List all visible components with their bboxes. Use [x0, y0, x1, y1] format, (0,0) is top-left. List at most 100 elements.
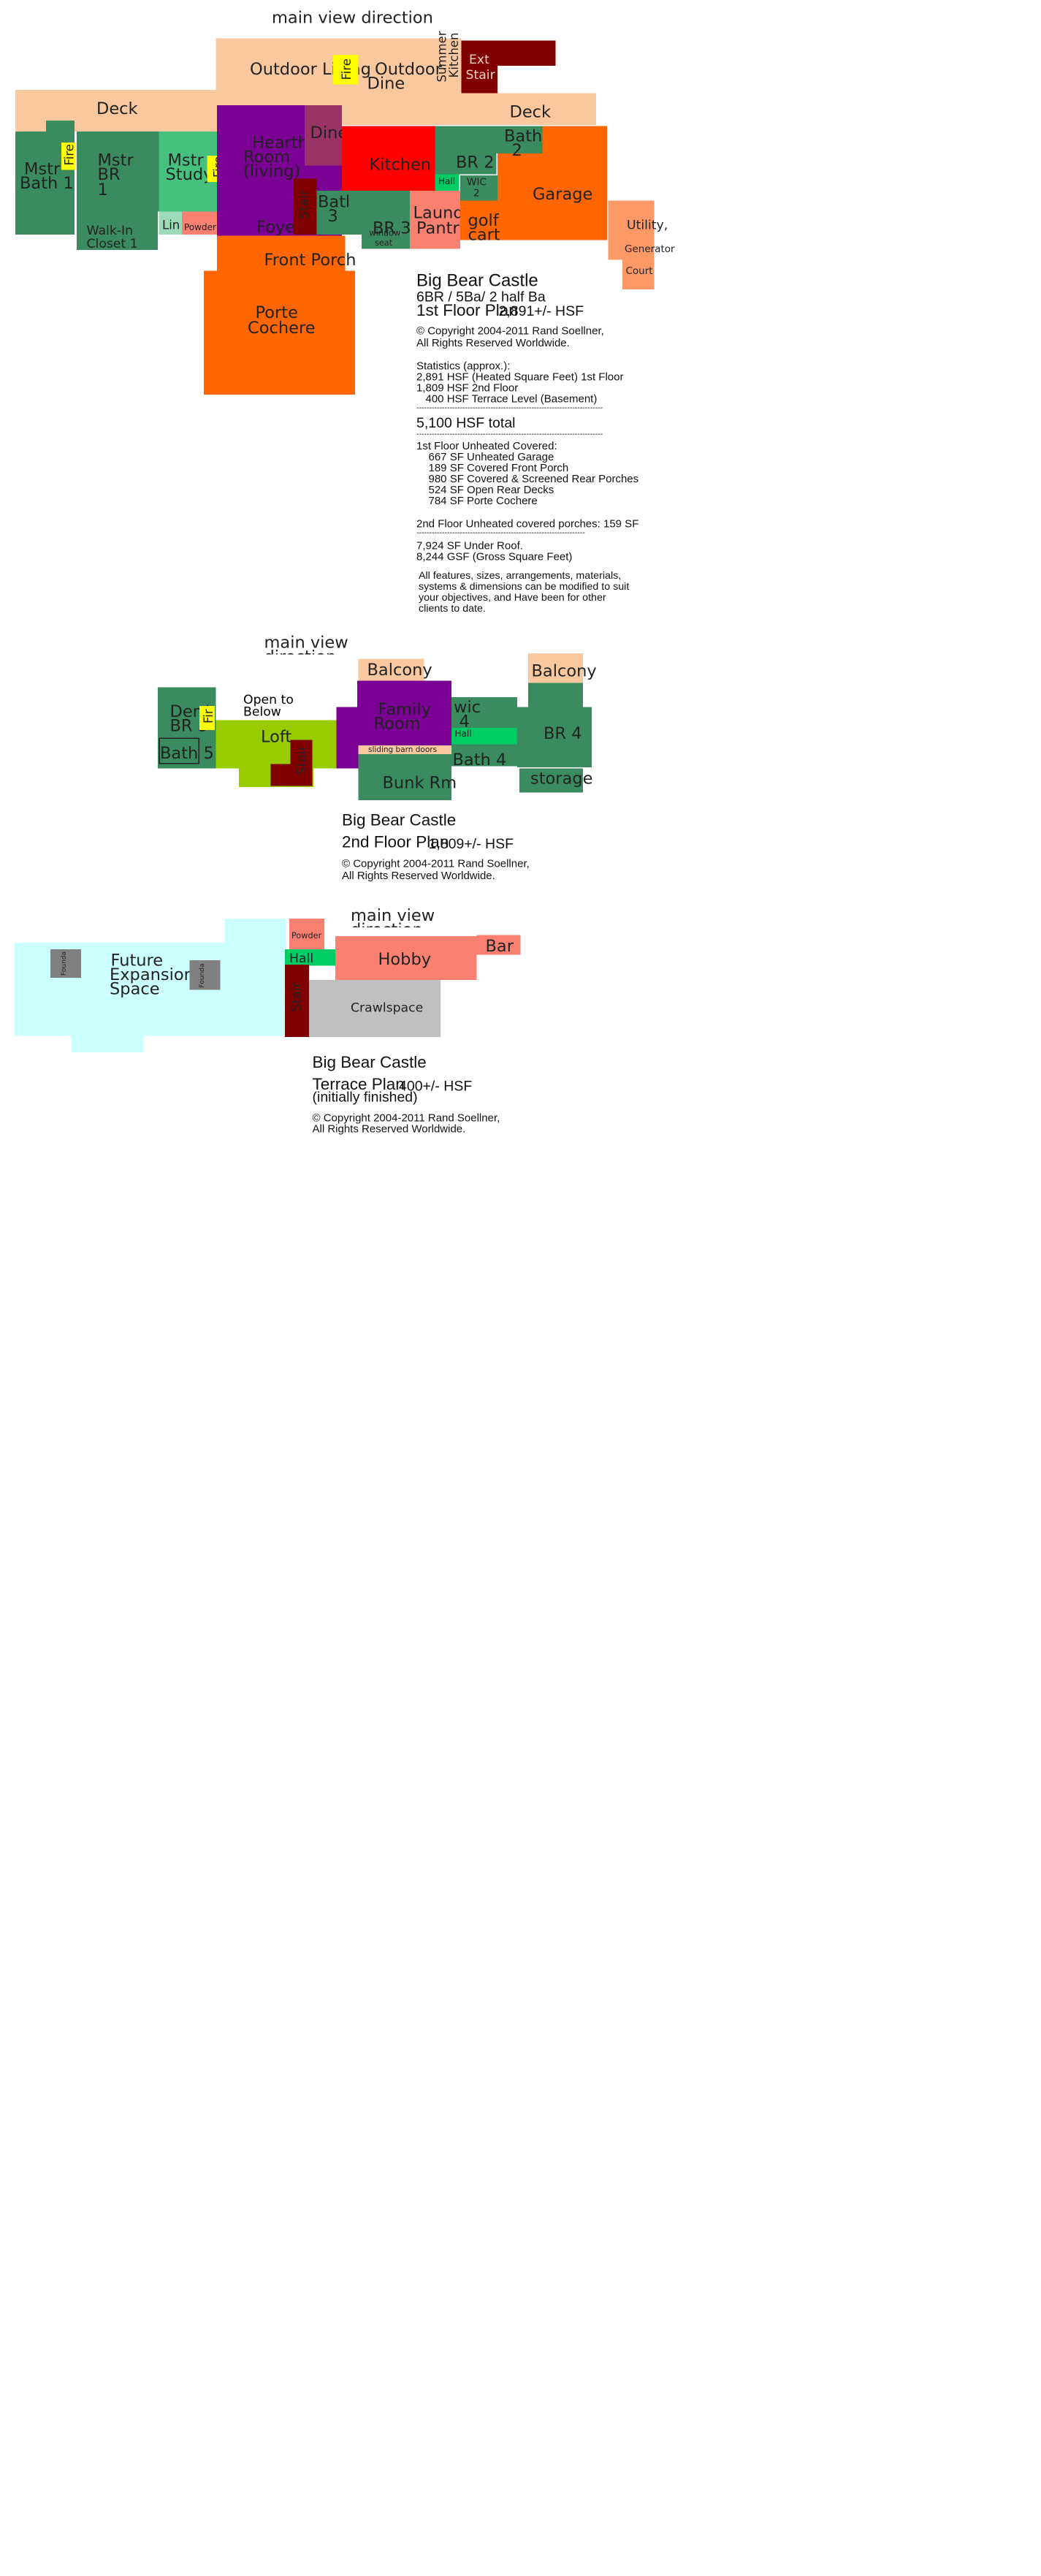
room-powder-terrace: [289, 919, 324, 951]
label-powder-terrace: Powder: [291, 930, 322, 941]
future-expansion-bottom: [71, 1036, 144, 1052]
room-hobby: [335, 936, 477, 980]
terrace-rights: All Rights Reserved Worldwide.: [312, 1123, 466, 1136]
label-outdoor-dine-2: Dine: [367, 73, 405, 94]
foundation-right: [189, 960, 221, 990]
label-hearth-2: Room: [243, 147, 291, 167]
f1-unheated-4: 524 SF Open Rear Decks: [428, 485, 554, 497]
terrace-view-label-2: direction: [351, 920, 423, 928]
label-summer-kitchen-2: Kitchen: [447, 32, 462, 78]
room-storage: [519, 768, 583, 793]
future-expansion-top: [224, 919, 286, 951]
room-ext-stair: [461, 40, 497, 96]
label-mstr-br-3: 1: [97, 180, 108, 200]
terrace-plan-name: Terrace Plan: [312, 1075, 405, 1095]
label-bath3-2: 3: [327, 206, 338, 226]
label-porte-1: Porte: [255, 303, 298, 322]
room-bath5: [159, 737, 199, 764]
terrace-copyright: © Copyright 2004-2011 Rand Soellner,: [312, 1112, 500, 1125]
label-br3: BR 3: [373, 218, 411, 238]
label-foundation-right: Foundation: [198, 963, 207, 988]
label-hobby: Hobby: [378, 949, 432, 969]
label-lin: Lin: [162, 218, 180, 233]
terrace-view-label-1: main view: [351, 905, 435, 925]
label-utility-3: Court: [625, 266, 653, 278]
f2-title: Big Bear Castle: [342, 811, 457, 830]
label-storage: storage: [530, 768, 593, 789]
label-wic2-2: 2: [473, 189, 480, 200]
label-fire-bath: Fire: [62, 144, 77, 166]
terrace-plan-area: 400+/- HSF: [399, 1077, 473, 1095]
label-wic4-2: 4: [459, 711, 470, 732]
room-linen: [159, 211, 182, 235]
terrace-title: Big Bear Castle: [312, 1053, 427, 1073]
label-hall-terrace: Hall: [289, 950, 314, 966]
label-mstr-study-1: Mstr: [167, 150, 204, 170]
room-utility-ext: [622, 200, 655, 289]
f1-title: Big Bear Castle: [416, 272, 538, 291]
label-kitchen: Kitchen: [369, 154, 432, 175]
room-bath3: [316, 191, 348, 235]
f2-view-label-1: main view: [264, 632, 348, 653]
label-open-below-2: Below: [243, 704, 281, 719]
room-hall-f1: [435, 174, 460, 191]
f1-rights: All Rights Reserved Worldwide.: [416, 338, 570, 350]
f1-stats-header: Statistics (approx.):: [416, 360, 511, 373]
f1-unheated-3: 980 SF Covered & Screened Rear Porches: [428, 474, 639, 486]
label-stair-terrace: Stair: [288, 982, 304, 1012]
label-future-2: Expansion: [110, 965, 194, 984]
f1-note-1: All features, sizes, arrangements, mater…: [419, 570, 622, 582]
label-window-seat-2: seat: [375, 238, 393, 248]
label-barn-doors: sliding barn doors: [368, 745, 438, 754]
balcony-right: [528, 653, 583, 683]
room-kitchen: [342, 126, 435, 191]
label-bunk: Bunk Rm: [382, 772, 457, 793]
f1-note-3: your objectives, and Have been for other: [419, 592, 606, 604]
label-golf-cart-1: golf: [468, 210, 499, 230]
f2-view-label-2: direction: [264, 647, 337, 655]
label-stair-floor2: Stair: [294, 745, 309, 775]
label-dine: Dine: [310, 123, 348, 143]
label-br4: BR 4: [544, 723, 582, 743]
room-powder: [182, 211, 217, 235]
label-walkin-2: Closet 1: [86, 235, 138, 251]
label-utility-1: Utility,: [627, 217, 668, 232]
label-hall-f2: Hall: [454, 729, 472, 740]
f1-separator-3: ----------------------------------------…: [416, 529, 585, 538]
f2-plan-name: 2nd Floor Plan: [342, 833, 449, 852]
balcony-left: [358, 658, 424, 681]
label-powder: Powder: [184, 222, 216, 233]
label-window-seat-1: window: [369, 228, 401, 238]
sliding-barn-doors: [358, 745, 451, 754]
f1-under-roof: 7,924 SF Under Roof.: [416, 540, 523, 553]
room-loft: [216, 720, 338, 769]
label-porte-2: Cochere: [248, 318, 316, 338]
room-family-top: [357, 680, 451, 714]
f1-separator-1: ----------------------------------------…: [416, 404, 603, 413]
label-mstr-bath-1: Mstr: [24, 159, 61, 179]
f1-unheated-5: 784 SF Porte Cochere: [428, 495, 538, 508]
room-hall-f2: [451, 728, 517, 745]
room-bar: [476, 935, 521, 955]
f1-note-2: systems & dimensions can be modified to …: [419, 581, 630, 593]
room-br4-top: [528, 683, 583, 710]
f1-second-unheated: 2nd Floor Unheated covered porches: 159 …: [416, 518, 639, 531]
f1-unheated-2: 189 SF Covered Front Porch: [428, 463, 569, 475]
label-outdoor-fire: Fire: [340, 58, 354, 80]
front-porch: [217, 235, 346, 271]
f2-plan-area: 1,809+/- HSF: [428, 835, 514, 852]
label-future-3: Space: [110, 979, 160, 999]
room-laundry-pantry: [410, 191, 460, 249]
f1-note-4: clients to date.: [419, 603, 486, 612]
label-outdoor-dine-1: Outdoor: [375, 59, 442, 79]
label-ext-stair-2: Stair: [465, 67, 495, 83]
f1-stat-1: 2,891 HSF (Heated Square Feet) 1st Floor: [416, 371, 624, 384]
f1-stat-2: 1,809 HSF 2nd Floor: [416, 382, 519, 395]
label-foundation-left: Foundation: [60, 951, 69, 976]
label-open-below-1: Open to: [243, 691, 294, 707]
room-dine: [305, 105, 342, 166]
label-br2: BR 2: [456, 152, 495, 172]
label-hearth-3: (living): [243, 161, 301, 181]
f1-beds: 6BR / 5Ba/ 2 half Ba: [416, 288, 546, 305]
